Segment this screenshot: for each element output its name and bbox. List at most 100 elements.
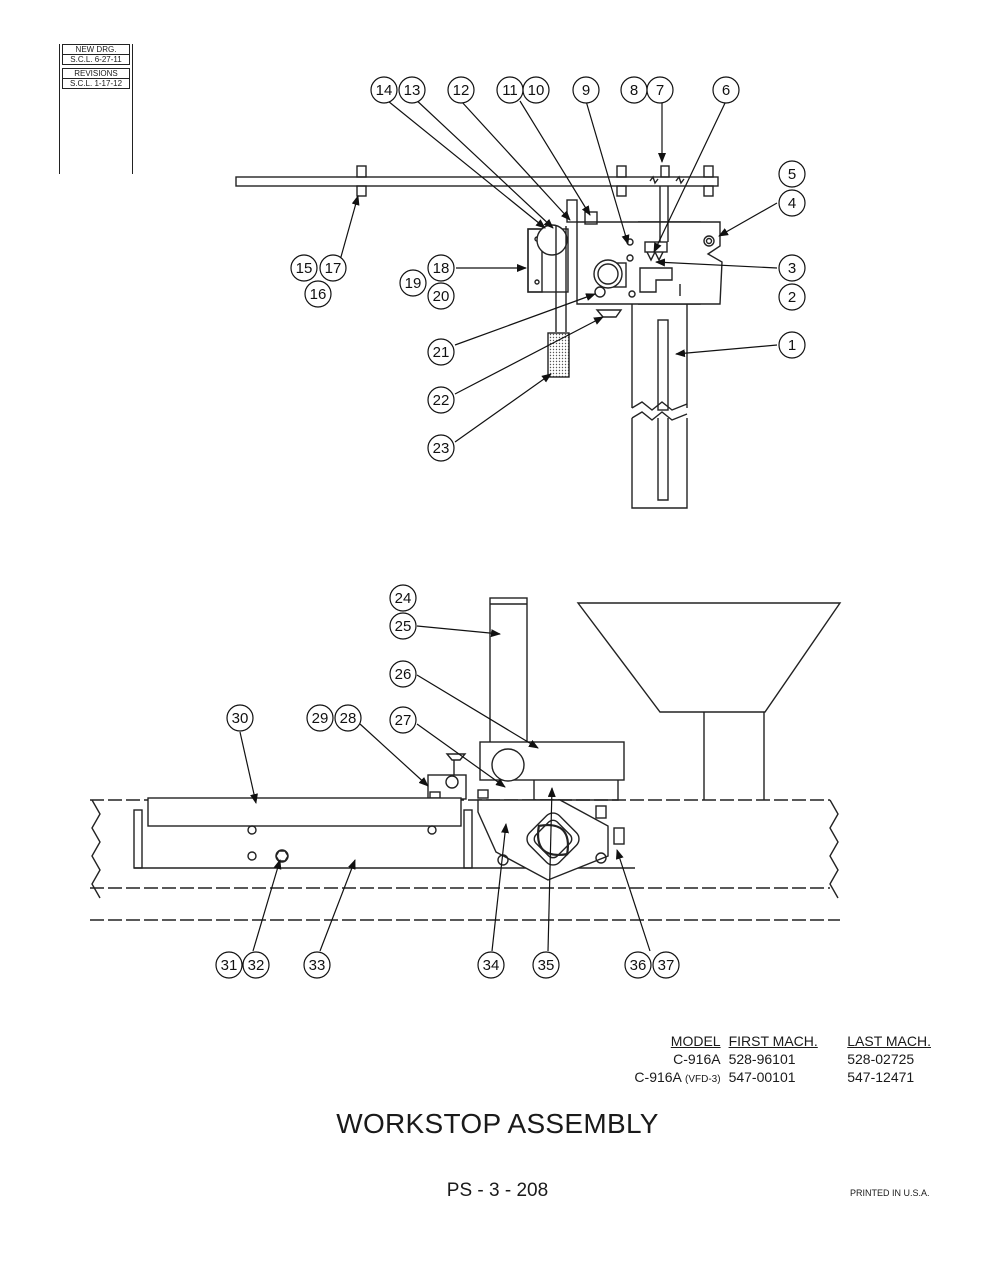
last-mach: 547-12471	[847, 1069, 915, 1085]
svg-text:21: 21	[433, 344, 450, 361]
svg-text:18: 18	[433, 260, 450, 277]
svg-text:29: 29	[312, 710, 329, 727]
callout-23: 23	[427, 434, 455, 462]
svg-text:35: 35	[538, 957, 555, 974]
header-first-mach: FIRST MACH.	[728, 1033, 818, 1049]
svg-text:8: 8	[630, 82, 638, 99]
model-name: C-916A	[673, 1051, 721, 1067]
callout-30: 30	[226, 704, 254, 732]
header-last-mach: LAST MACH.	[847, 1033, 931, 1049]
svg-text:16: 16	[310, 286, 327, 303]
callout-22: 22	[427, 386, 455, 414]
svg-text:19: 19	[405, 275, 422, 292]
svg-text:6: 6	[722, 82, 730, 99]
svg-text:15: 15	[296, 260, 313, 277]
svg-text:37: 37	[658, 957, 675, 974]
svg-text:22: 22	[433, 392, 450, 409]
model-row: C-916A 528-96101 528-02725	[606, 1050, 946, 1068]
callout-28: 28	[334, 704, 362, 732]
callout-19: 19	[399, 269, 427, 297]
callout-2: 2	[778, 283, 806, 311]
svg-text:24: 24	[395, 590, 412, 607]
callout-6: 6	[712, 76, 740, 104]
svg-text:17: 17	[325, 260, 342, 277]
svg-text:28: 28	[340, 710, 357, 727]
callout-4: 4	[778, 189, 806, 217]
callout-1: 1	[778, 331, 806, 359]
callout-24: 24	[389, 584, 417, 612]
svg-text:25: 25	[395, 618, 412, 635]
header-model: MODEL	[670, 1033, 721, 1049]
top-view-drawing	[235, 165, 723, 509]
callout-3: 3	[778, 254, 806, 282]
svg-text:3: 3	[788, 260, 796, 277]
svg-text:10: 10	[528, 82, 545, 99]
callout-5: 5	[778, 160, 806, 188]
last-mach: 528-02725	[847, 1051, 915, 1067]
svg-text:23: 23	[433, 440, 450, 457]
model-table: MODEL FIRST MACH. LAST MACH. C-916A 528-…	[606, 1032, 946, 1086]
svg-text:30: 30	[232, 710, 249, 727]
callout-17: 17	[319, 254, 347, 282]
svg-text:32: 32	[248, 957, 265, 974]
callout-33: 33	[303, 951, 331, 979]
revision-block: NEW DRG. S.C.L. 6-27-11 REVISIONS S.C.L.…	[59, 44, 133, 174]
callout-14: 14	[370, 76, 398, 104]
svg-text:20: 20	[433, 288, 450, 305]
revision-date: S.C.L. 1-17-12	[62, 79, 130, 89]
svg-text:2: 2	[788, 289, 796, 306]
callout-20: 20	[427, 282, 455, 310]
svg-text:14: 14	[376, 82, 393, 99]
callout-8: 8	[620, 76, 648, 104]
leader-lines	[239, 96, 778, 952]
svg-text:4: 4	[788, 195, 796, 212]
svg-text:27: 27	[395, 712, 412, 729]
hopper	[576, 602, 842, 713]
svg-text:34: 34	[483, 957, 500, 974]
callout-18: 18	[427, 254, 455, 282]
callout-32: 32	[242, 951, 270, 979]
model-row: C-916A (VFD-3) 547-00101 547-12471	[606, 1068, 946, 1086]
callout-27: 27	[389, 706, 417, 734]
svg-text:26: 26	[395, 666, 412, 683]
svg-text:36: 36	[630, 957, 647, 974]
callout-26: 26	[389, 660, 417, 688]
rail-post	[356, 165, 367, 178]
revisions-label: REVISIONS	[62, 68, 130, 79]
svg-text:1: 1	[788, 337, 796, 354]
callout-15: 15	[290, 254, 318, 282]
callout-16: 16	[304, 280, 332, 308]
callout-31: 31	[215, 951, 243, 979]
callout-13: 13	[398, 76, 426, 104]
rail-post	[356, 185, 367, 197]
svg-text:31: 31	[221, 957, 238, 974]
callout-35: 35	[532, 951, 560, 979]
callout-36: 36	[624, 951, 652, 979]
callout-29: 29	[306, 704, 334, 732]
callout-10: 10	[522, 76, 550, 104]
svg-text:33: 33	[309, 957, 326, 974]
callout-11: 11	[496, 76, 524, 104]
svg-text:13: 13	[404, 82, 421, 99]
callout-34: 34	[477, 951, 505, 979]
page-number: PS - 3 - 208	[446, 1180, 549, 1201]
callout-37: 37	[652, 951, 680, 979]
model-suffix: (VFD-3)	[685, 1074, 721, 1085]
model-name: C-916A	[634, 1069, 682, 1085]
callout-25: 25	[389, 612, 417, 640]
first-mach: 528-96101	[728, 1051, 796, 1067]
printed-note: PRINTED IN U.S.A.	[850, 1188, 930, 1198]
svg-text:7: 7	[656, 82, 664, 99]
svg-text:9: 9	[582, 82, 590, 99]
model-name-cell: C-916A (VFD-3)	[606, 1068, 721, 1086]
first-mach: 547-00101	[728, 1069, 796, 1085]
svg-text:12: 12	[453, 82, 470, 99]
callout-21: 21	[427, 338, 455, 366]
model-table-header: MODEL FIRST MACH. LAST MACH.	[606, 1032, 946, 1050]
page-title: WORKSTOP ASSEMBLY	[336, 1108, 659, 1139]
callouts: 14 13 12 11 10 9 8 7 6 5 4 3 2 1 15 17 1…	[215, 76, 806, 979]
callout-9: 9	[572, 76, 600, 104]
svg-text:11: 11	[502, 82, 518, 99]
callout-12: 12	[447, 76, 475, 104]
